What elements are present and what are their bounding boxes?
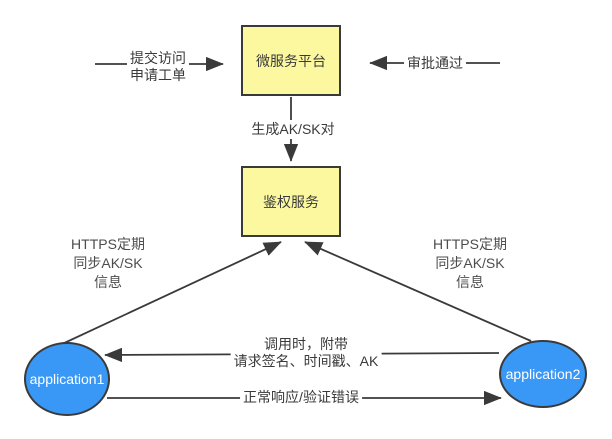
auth-service-node: 鉴权服务 (241, 166, 341, 237)
https-sync-right-line2: 同步AK/SK (435, 255, 505, 271)
application1-node: application1 (24, 342, 110, 416)
call-with-signature-label: 调用时，附带 请求签名、时间戳、AK (230, 335, 382, 371)
response-label: 正常响应/验证错误 (240, 388, 362, 407)
microservice-platform-node: 微服务平台 (241, 25, 341, 96)
generate-aksk-label: 生成AK/SK对 (248, 120, 338, 139)
application1-label: application1 (29, 371, 105, 387)
https-sync-right-label: HTTPS定期 同步AK/SK 信息 (433, 235, 507, 292)
submit-ticket-label: 提交访问 申请工单 (127, 49, 189, 85)
call-with-signature-line1: 调用时，附带 (264, 336, 348, 352)
microservice-platform-label: 微服务平台 (256, 52, 326, 69)
application2-label: application2 (505, 366, 581, 382)
sync-right-arrow-line (304, 241, 532, 342)
https-sync-left-line1: HTTPS定期 (71, 236, 145, 252)
call-with-signature-line2: 请求签名、时间戳、AK (233, 353, 379, 369)
submit-ticket-label-line2: 申请工单 (130, 67, 186, 83)
https-sync-left-line2: 同步AK/SK (73, 255, 143, 271)
https-sync-left-label: HTTPS定期 同步AK/SK 信息 (71, 235, 145, 292)
sync-left-arrow-line (59, 241, 282, 346)
application2-node: application2 (499, 340, 587, 408)
https-sync-left-line3: 信息 (93, 274, 122, 290)
submit-ticket-label-line1: 提交访问 (130, 50, 186, 66)
https-sync-right-line1: HTTPS定期 (433, 236, 507, 252)
https-sync-right-line3: 信息 (455, 274, 484, 290)
auth-service-label: 鉴权服务 (263, 193, 319, 210)
approval-label: 审批通过 (404, 54, 466, 73)
